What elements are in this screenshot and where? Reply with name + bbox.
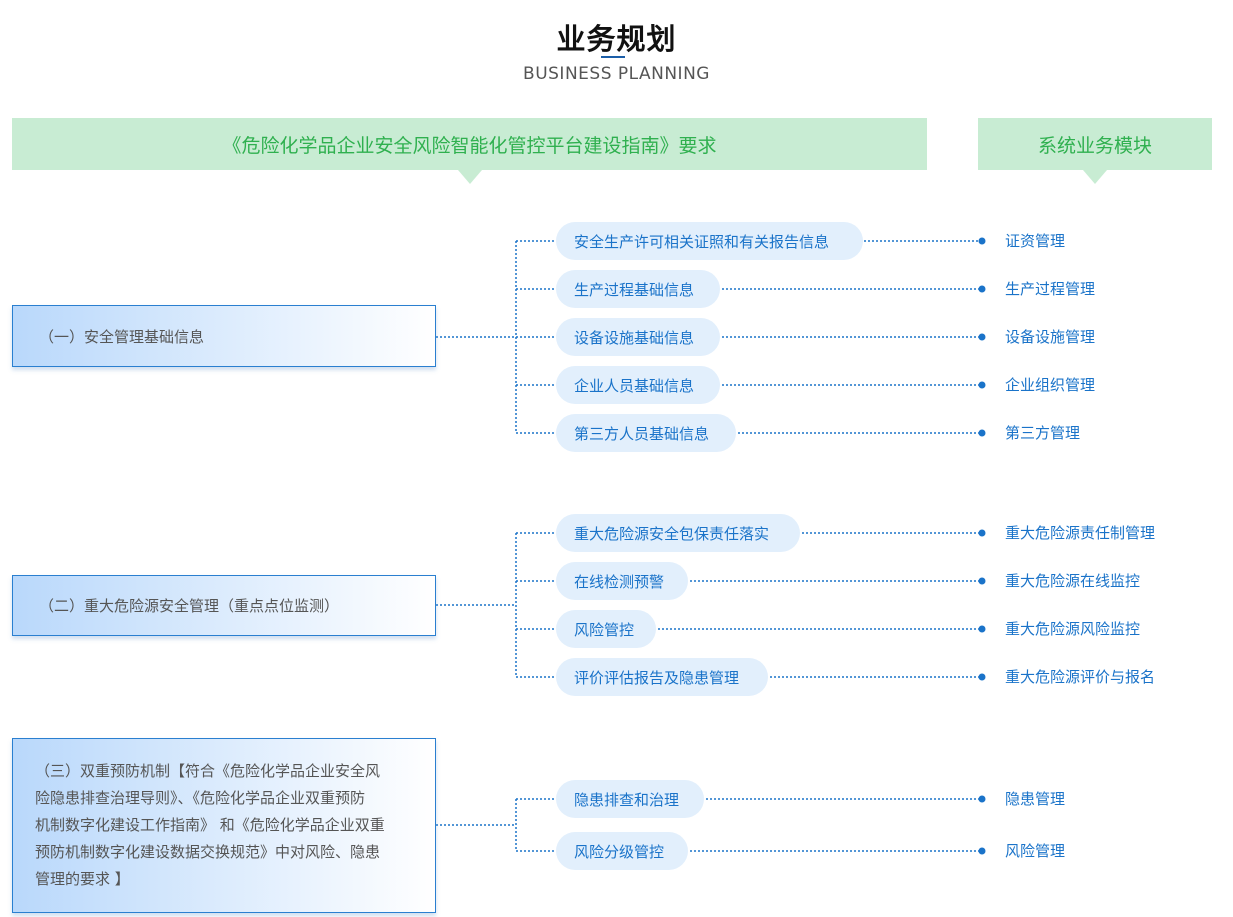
requirement-pill: 风险分级管控	[556, 832, 688, 870]
requirement-pill: 安全生产许可相关证照和有关报告信息	[556, 222, 863, 260]
requirement-pill: 设备设施基础信息	[556, 318, 720, 356]
module-label: 设备设施管理	[1005, 328, 1096, 346]
requirement-pill: 隐患排查和治理	[556, 780, 704, 818]
category-box-1: （一）安全管理基础信息	[12, 305, 436, 367]
requirement-pill: 风险管控	[556, 610, 656, 648]
module-label: 隐患管理	[1005, 790, 1066, 808]
module-label: 证资管理	[1005, 232, 1066, 250]
module-label: 重大危险源责任制管理	[1005, 524, 1156, 542]
category-box-3: （三）双重预防机制【符合《危险化学品企业安全风 险隐患排查治理导则》、《危险化学…	[12, 738, 436, 913]
title-underline	[601, 56, 625, 58]
requirement-pill: 重大危险源安全包保责任落实	[556, 514, 800, 552]
category-line: （三）双重预防机制【符合《危险化学品企业安全风	[35, 762, 381, 780]
requirements-banner-label: 《危险化学品企业安全风险智能化管控平台建设指南》要求	[222, 134, 717, 157]
module-label: 第三方管理	[1005, 424, 1081, 442]
category-line: 机制数字化建设工作指南》 和《危险化学品企业双重	[35, 816, 385, 834]
requirements-banner: 《危险化学品企业安全风险智能化管控平台建设指南》要求	[12, 118, 927, 184]
requirement-pill: 生产过程基础信息	[556, 270, 720, 308]
category-box-2: （二）重大危险源安全管理（重点点位监测）	[12, 575, 436, 636]
requirement-pill: 第三方人员基础信息	[556, 414, 736, 452]
category-label-2: （二）重大危险源安全管理（重点点位监测）	[39, 597, 340, 615]
category-line: 管理的要求 】	[35, 870, 130, 888]
module-label: 重大危险源风险监控	[1005, 620, 1141, 638]
category-label-3: （三）双重预防机制【符合《危险化学品企业安全风 险隐患排查治理导则》、《危险化学…	[35, 758, 385, 893]
page-title: 业务规划	[556, 22, 677, 56]
requirement-pill: 评价评估报告及隐患管理	[556, 658, 768, 696]
category-line: 险隐患排查治理导则》、《危险化学品企业双重预防	[35, 789, 366, 807]
modules-banner-label: 系统业务模块	[1037, 134, 1152, 157]
category-label-1: （一）安全管理基础信息	[39, 327, 205, 346]
requirement-pill: 在线检测预警	[556, 562, 688, 600]
module-label: 重大危险源在线监控	[1005, 572, 1141, 590]
category-line: 预防机制数字化建设数据交换规范》中对风险、隐患	[35, 843, 381, 861]
module-label: 企业组织管理	[1005, 376, 1096, 394]
module-label: 重大危险源评价与报名	[1005, 668, 1156, 686]
module-label: 风险管理	[1005, 842, 1066, 860]
module-label: 生产过程管理	[1005, 280, 1096, 298]
modules-banner: 系统业务模块	[978, 118, 1212, 184]
requirement-pill: 企业人员基础信息	[556, 366, 720, 404]
page-subtitle: BUSINESS PLANNING	[523, 64, 710, 84]
